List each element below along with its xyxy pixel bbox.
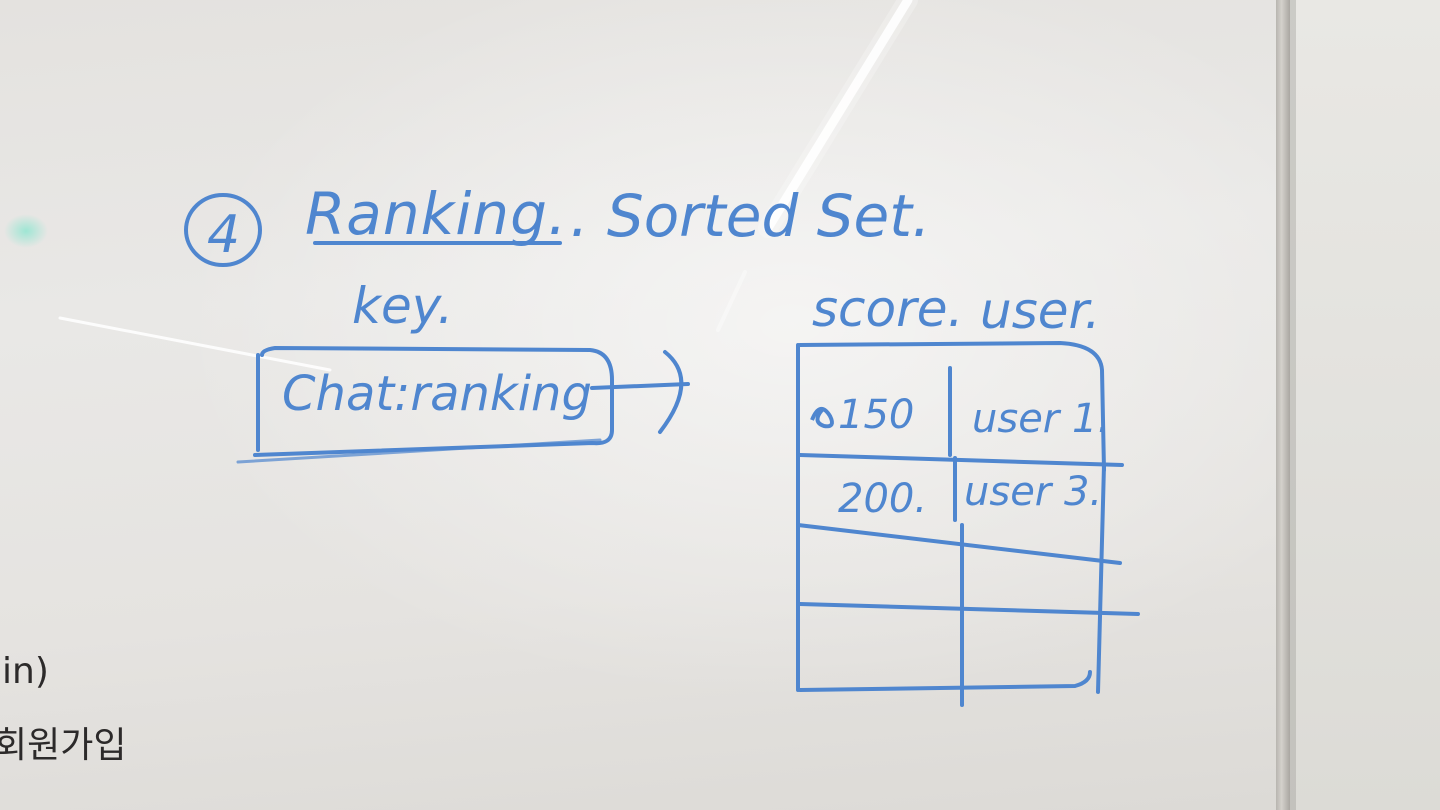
table-header-score: score. [812,280,963,338]
arrow-icon [590,350,690,434]
key-label: key. [352,277,453,335]
heading-subtitle: . Sorted Set. [570,182,930,250]
wall [1290,0,1440,810]
key-value: Chat:ranking [282,366,592,422]
heading-number-circle [184,193,262,267]
heading-title: Ranking. [305,180,567,248]
table-cell-user-2: user 3. [964,469,1102,515]
edge-text-line-1: in) [2,651,49,692]
whiteboard-frame [1276,0,1290,810]
heading-number: 4 [207,205,240,265]
scribble-mark [810,407,834,429]
key-box [253,345,614,457]
table-cell-score-1: 150 [838,392,914,438]
exit-sign-reflection [4,214,48,248]
table-header-user: user. [980,282,1100,340]
table-cell-user-1: user 1. [972,396,1110,442]
edge-text-line-2: 회원가입 [0,725,126,766]
table-cell-score-2: 200. [838,476,927,522]
wall-shadow [1290,0,1296,810]
ranking-table-grid [796,340,1140,707]
light-reflections [58,0,918,372]
whiteboard-surface [0,0,1276,810]
